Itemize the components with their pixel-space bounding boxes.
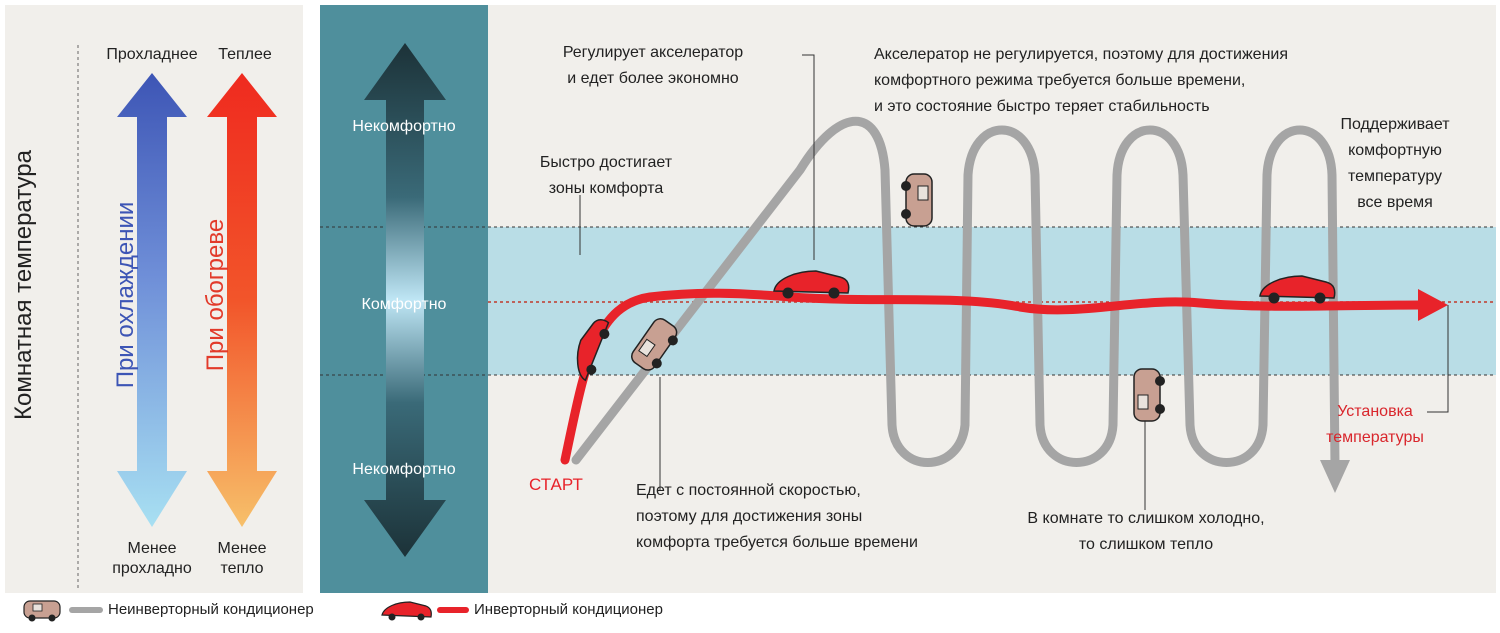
setpoint-line2: температуры — [1326, 429, 1424, 446]
cooling-arrow — [117, 73, 187, 527]
legend-graphics — [23, 600, 469, 622]
too-cold-hot-line2: то слишком тепло — [1078, 536, 1214, 553]
comfortable-label: Комфортно — [361, 296, 447, 313]
start-label: СТАРТ — [529, 475, 583, 494]
comfort-double-arrow — [364, 43, 446, 557]
less-cool-line1: Менее — [127, 540, 177, 557]
maintains-line3: температуру — [1347, 168, 1443, 185]
fast-reach-line2: зоны комфорта — [548, 180, 664, 197]
legend-inverter-car-icon — [381, 601, 432, 621]
less-warm-line2: тепло — [220, 560, 264, 577]
setpoint-line1: Установка — [1337, 403, 1413, 420]
not-regulated-line3: и это состояние быстро теряет стабильнос… — [874, 98, 1210, 115]
inverter-car-middle — [773, 270, 850, 299]
non-inverter-path — [571, 116, 1340, 470]
cooling-label: При охлаждении — [112, 201, 139, 389]
legend: Неинверторный кондиционер Инверторный ко… — [0, 595, 1500, 633]
inverter-car-end — [1259, 275, 1336, 304]
not-regulated-line2: комфортного режима требуется больше врем… — [874, 72, 1246, 89]
maintains-line4: все время — [1357, 194, 1433, 211]
constant-speed-line3: комфорта требуется больше времени — [636, 534, 918, 551]
comparison-diagram-panel: Некомфортно Комфортно Некомфортно СТАРТ … — [320, 5, 1496, 593]
legend-inverter-label: Инверторный кондиционер — [474, 601, 663, 618]
constant-speed-line2: поэтому для достижения зоны — [636, 508, 863, 525]
non-inverter-car-climb — [631, 318, 678, 371]
less-cool-line2: прохладно — [112, 560, 192, 577]
fast-reach-line1: Быстро достигает — [539, 154, 673, 171]
heating-label: При обогреве — [202, 218, 229, 372]
non-inverter-car-bottom — [1133, 368, 1165, 422]
diagram-graphics — [320, 43, 1496, 557]
cooler-label: Прохладнее — [106, 46, 198, 63]
non-inverter-car-top — [901, 173, 933, 227]
inverter-path — [560, 288, 1425, 465]
regulates-line1: Регулирует акселератор — [562, 44, 744, 61]
maintains-line2: комфортную — [1348, 142, 1442, 159]
constant-speed-line1: Едет с постоянной скоростью, — [636, 482, 861, 499]
maintains-line1: Поддерживает — [1340, 116, 1450, 133]
temperature-arrows — [77, 45, 277, 590]
legend-non-inverter-car-icon — [23, 600, 61, 622]
less-warm-line1: Менее — [217, 540, 267, 557]
inverter-arrowhead — [1418, 289, 1448, 321]
warmer-label: Теплее — [218, 46, 272, 63]
uncomfortable-bottom-label: Некомфортно — [352, 461, 456, 478]
leader-setpoint — [1427, 305, 1449, 413]
too-cold-hot-line1: В комнате то слишком холодно, — [1027, 510, 1265, 527]
leader-lines — [579, 54, 1449, 510]
not-regulated-line1: Акселератор не регулируется, поэтому для… — [874, 46, 1288, 63]
heating-arrow — [207, 73, 277, 527]
regulates-line2: и едет более экономно — [567, 70, 739, 87]
axis-title: Комнатная температура — [10, 150, 37, 420]
legend-non-inverter-label: Неинверторный кондиционер — [108, 601, 314, 618]
non-inverter-arrowhead — [1320, 460, 1350, 493]
leader-regulates — [802, 54, 815, 260]
inverter-car-start — [576, 319, 610, 382]
temperature-scale-panel: Комнатная температура При охлаждении При… — [5, 5, 303, 593]
uncomfortable-top-label: Некомфортно — [352, 118, 456, 135]
